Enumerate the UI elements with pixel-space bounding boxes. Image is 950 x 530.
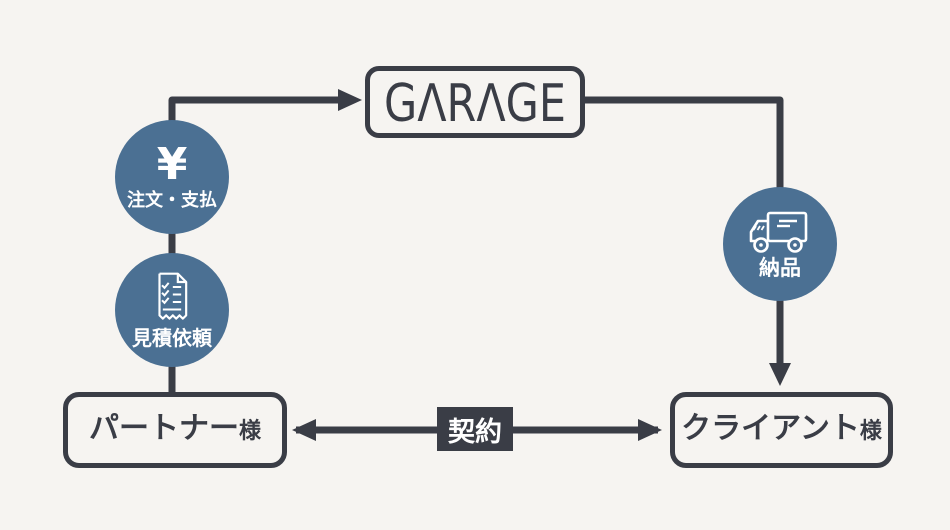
garage-logo-box: GΛRΛGE	[365, 66, 585, 138]
truck-icon	[749, 211, 808, 253]
checklist-icon	[158, 272, 188, 320]
contract-badge: 契約	[437, 407, 513, 451]
client-name: クライアント	[681, 411, 860, 446]
step-quote-request: 見積依頼	[115, 253, 229, 367]
partner-name: パートナー	[88, 411, 239, 446]
client-box: クライアント様	[670, 392, 893, 468]
client-suffix: 様	[859, 419, 882, 444]
garage-logo: GΛRΛGE	[384, 74, 566, 130]
partner-suffix: 様	[238, 419, 261, 444]
step-delivery-label: 納品	[759, 255, 801, 280]
step-order-payment: ¥ 注文・支払	[115, 120, 229, 234]
partner-box: パートナー様	[63, 392, 287, 468]
step-order-payment-label: 注文・支払	[127, 190, 217, 212]
step-quote-request-label: 見積依頼	[132, 326, 212, 350]
step-delivery: 納品	[723, 187, 837, 301]
yen-icon: ¥	[156, 139, 188, 191]
garage-logo-text: GΛRΛGE	[384, 74, 566, 130]
